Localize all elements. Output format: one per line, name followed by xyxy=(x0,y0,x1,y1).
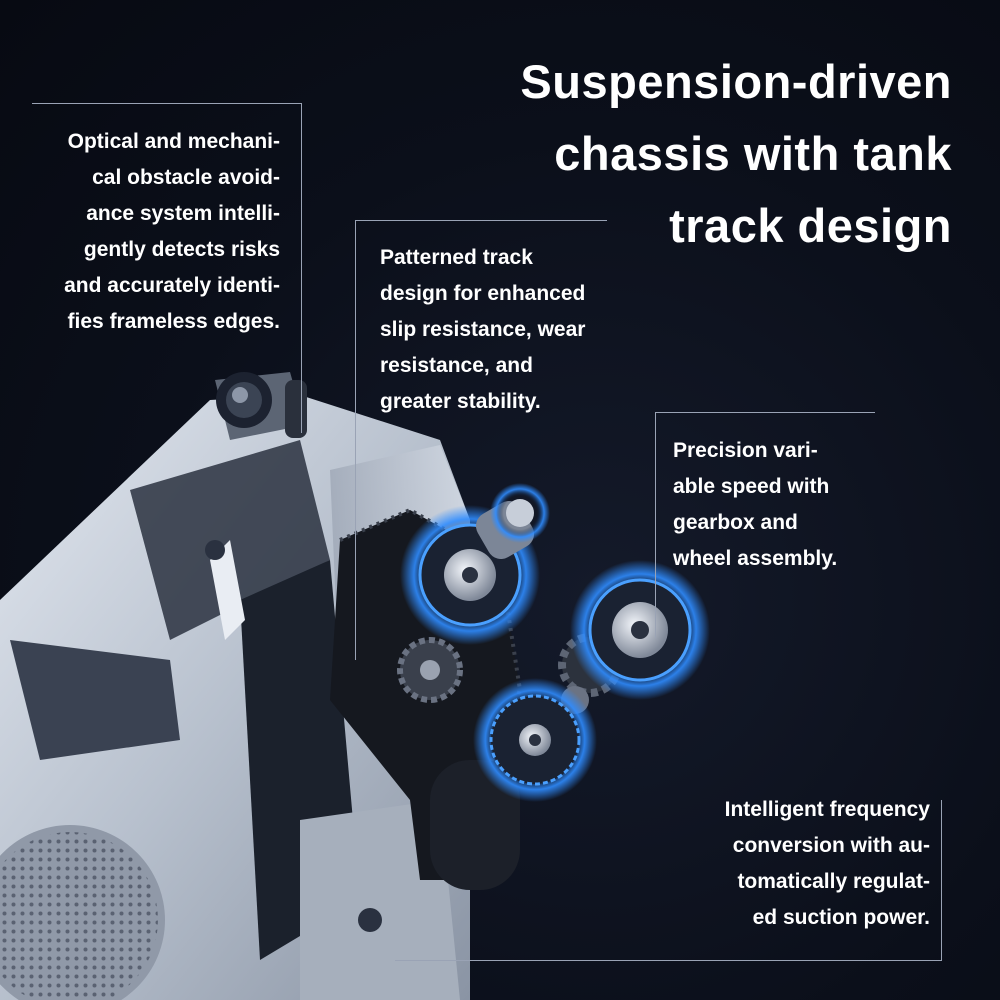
callout-line: tomatically regulat- xyxy=(737,870,930,893)
obstacle-sensor xyxy=(215,372,307,440)
callout-gearbox: Precision vari- able speed with gearbox … xyxy=(673,433,873,577)
callout-suction-power: Intelligent frequency conversion with au… xyxy=(690,792,930,936)
suction-grille xyxy=(0,825,165,1000)
callout-line: cal obstacle avoid- xyxy=(92,166,280,189)
callout-line: slip resistance, wear xyxy=(380,318,586,341)
callout-line: wheel assembly. xyxy=(673,547,838,570)
leader-line-track-top xyxy=(355,220,607,221)
leader-line-track-drop xyxy=(355,220,356,660)
drive-shaft xyxy=(475,483,550,560)
headline-line: Suspension-driven xyxy=(520,55,952,108)
callout-line: design for enhanced xyxy=(380,282,586,305)
callout-line: conversion with au- xyxy=(732,834,930,857)
headline-line: chassis with tank xyxy=(554,127,952,180)
callout-line: gently detects risks xyxy=(83,238,280,261)
callout-line: Precision vari- xyxy=(673,439,818,462)
callout-obstacle-avoidance: Optical and mechani- cal obstacle avoid-… xyxy=(30,124,280,340)
drive-wheel-bottom xyxy=(473,678,597,802)
callout-line: gearbox and xyxy=(673,511,798,534)
callout-line: greater stability. xyxy=(380,390,541,413)
callout-track-design: Patterned track design for enhanced slip… xyxy=(380,240,630,420)
callout-line: Optical and mechani- xyxy=(67,130,280,153)
callout-line: resistance, and xyxy=(380,354,533,377)
callout-line: ance system intelli- xyxy=(86,202,280,225)
callout-line: ed suction power. xyxy=(752,906,930,929)
callout-line: and accurately identi- xyxy=(64,274,280,297)
headline-line: track design xyxy=(669,199,952,252)
callout-line: able speed with xyxy=(673,475,830,498)
leader-line-gearbox-drop xyxy=(655,412,656,638)
leader-line-suction-drop xyxy=(941,800,942,960)
callout-line: Intelligent frequency xyxy=(724,798,930,821)
leader-line-obstacle-top xyxy=(32,103,302,104)
callout-line: fies frameless edges. xyxy=(67,310,280,333)
drive-wheel-right xyxy=(570,560,710,700)
leader-line-gearbox-top xyxy=(655,412,875,413)
headline: Suspension-driven chassis with tank trac… xyxy=(392,46,952,262)
callout-line: Patterned track xyxy=(380,246,533,269)
leader-line-suction-bottom xyxy=(395,960,942,961)
leader-line-obstacle-drop xyxy=(301,103,302,433)
